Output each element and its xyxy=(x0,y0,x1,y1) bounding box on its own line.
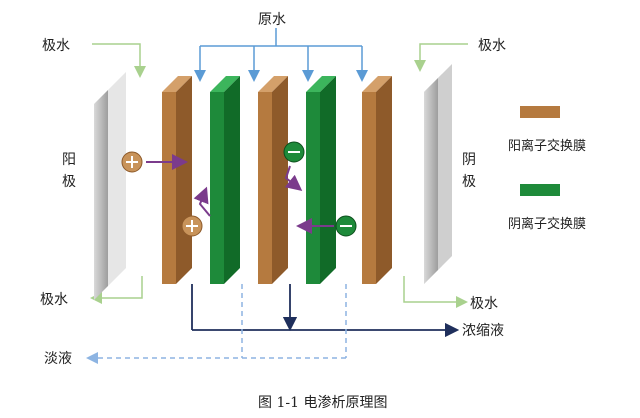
cation-membrane-3 xyxy=(362,76,392,284)
anode-label-2: 极 xyxy=(62,174,76,190)
cathode-plate xyxy=(424,64,452,284)
concentrate-label: 浓缩液 xyxy=(462,323,504,339)
cation-ion-2 xyxy=(181,215,203,237)
electrode-water-arrows xyxy=(90,43,468,308)
legend-swatch-anion xyxy=(520,184,560,196)
legend-swatch-cation xyxy=(520,106,560,118)
cation-ion-1 xyxy=(121,151,143,173)
cathode-label-2: 极 xyxy=(462,174,476,190)
electrode-water-bottom-right-label: 极水 xyxy=(470,296,498,312)
electrode-water-top-right-label: 极水 xyxy=(478,38,506,54)
raw-water-feed xyxy=(194,28,368,82)
anion-ion-2 xyxy=(335,215,357,237)
anion-ion-1 xyxy=(283,141,305,163)
dilute-outlet xyxy=(86,284,347,364)
legend-anion-label: 阴离子交换膜 xyxy=(508,216,586,232)
legend-cation-label: 阳离子交换膜 xyxy=(508,138,586,154)
cation-membrane-2 xyxy=(258,76,288,284)
electrode-water-top-left-label: 极水 xyxy=(42,38,70,54)
cation-membrane-1 xyxy=(162,76,192,284)
figure-caption: 图 1-1 电渗析原理图 xyxy=(258,395,387,411)
raw-water-label: 原水 xyxy=(258,12,286,28)
dilute-label: 淡液 xyxy=(44,351,72,367)
cation-path-2 xyxy=(193,186,211,217)
anode-plate xyxy=(94,72,126,300)
anion-membrane-1 xyxy=(210,76,240,284)
cathode-label-1: 阴 xyxy=(462,152,476,168)
concentrate-outlet xyxy=(191,284,460,338)
electrode-water-bottom-left-label: 极水 xyxy=(40,292,68,308)
anode-label-1: 阳 xyxy=(62,152,76,168)
anion-path-1 xyxy=(284,165,303,191)
anion-membrane-2 xyxy=(306,76,336,284)
